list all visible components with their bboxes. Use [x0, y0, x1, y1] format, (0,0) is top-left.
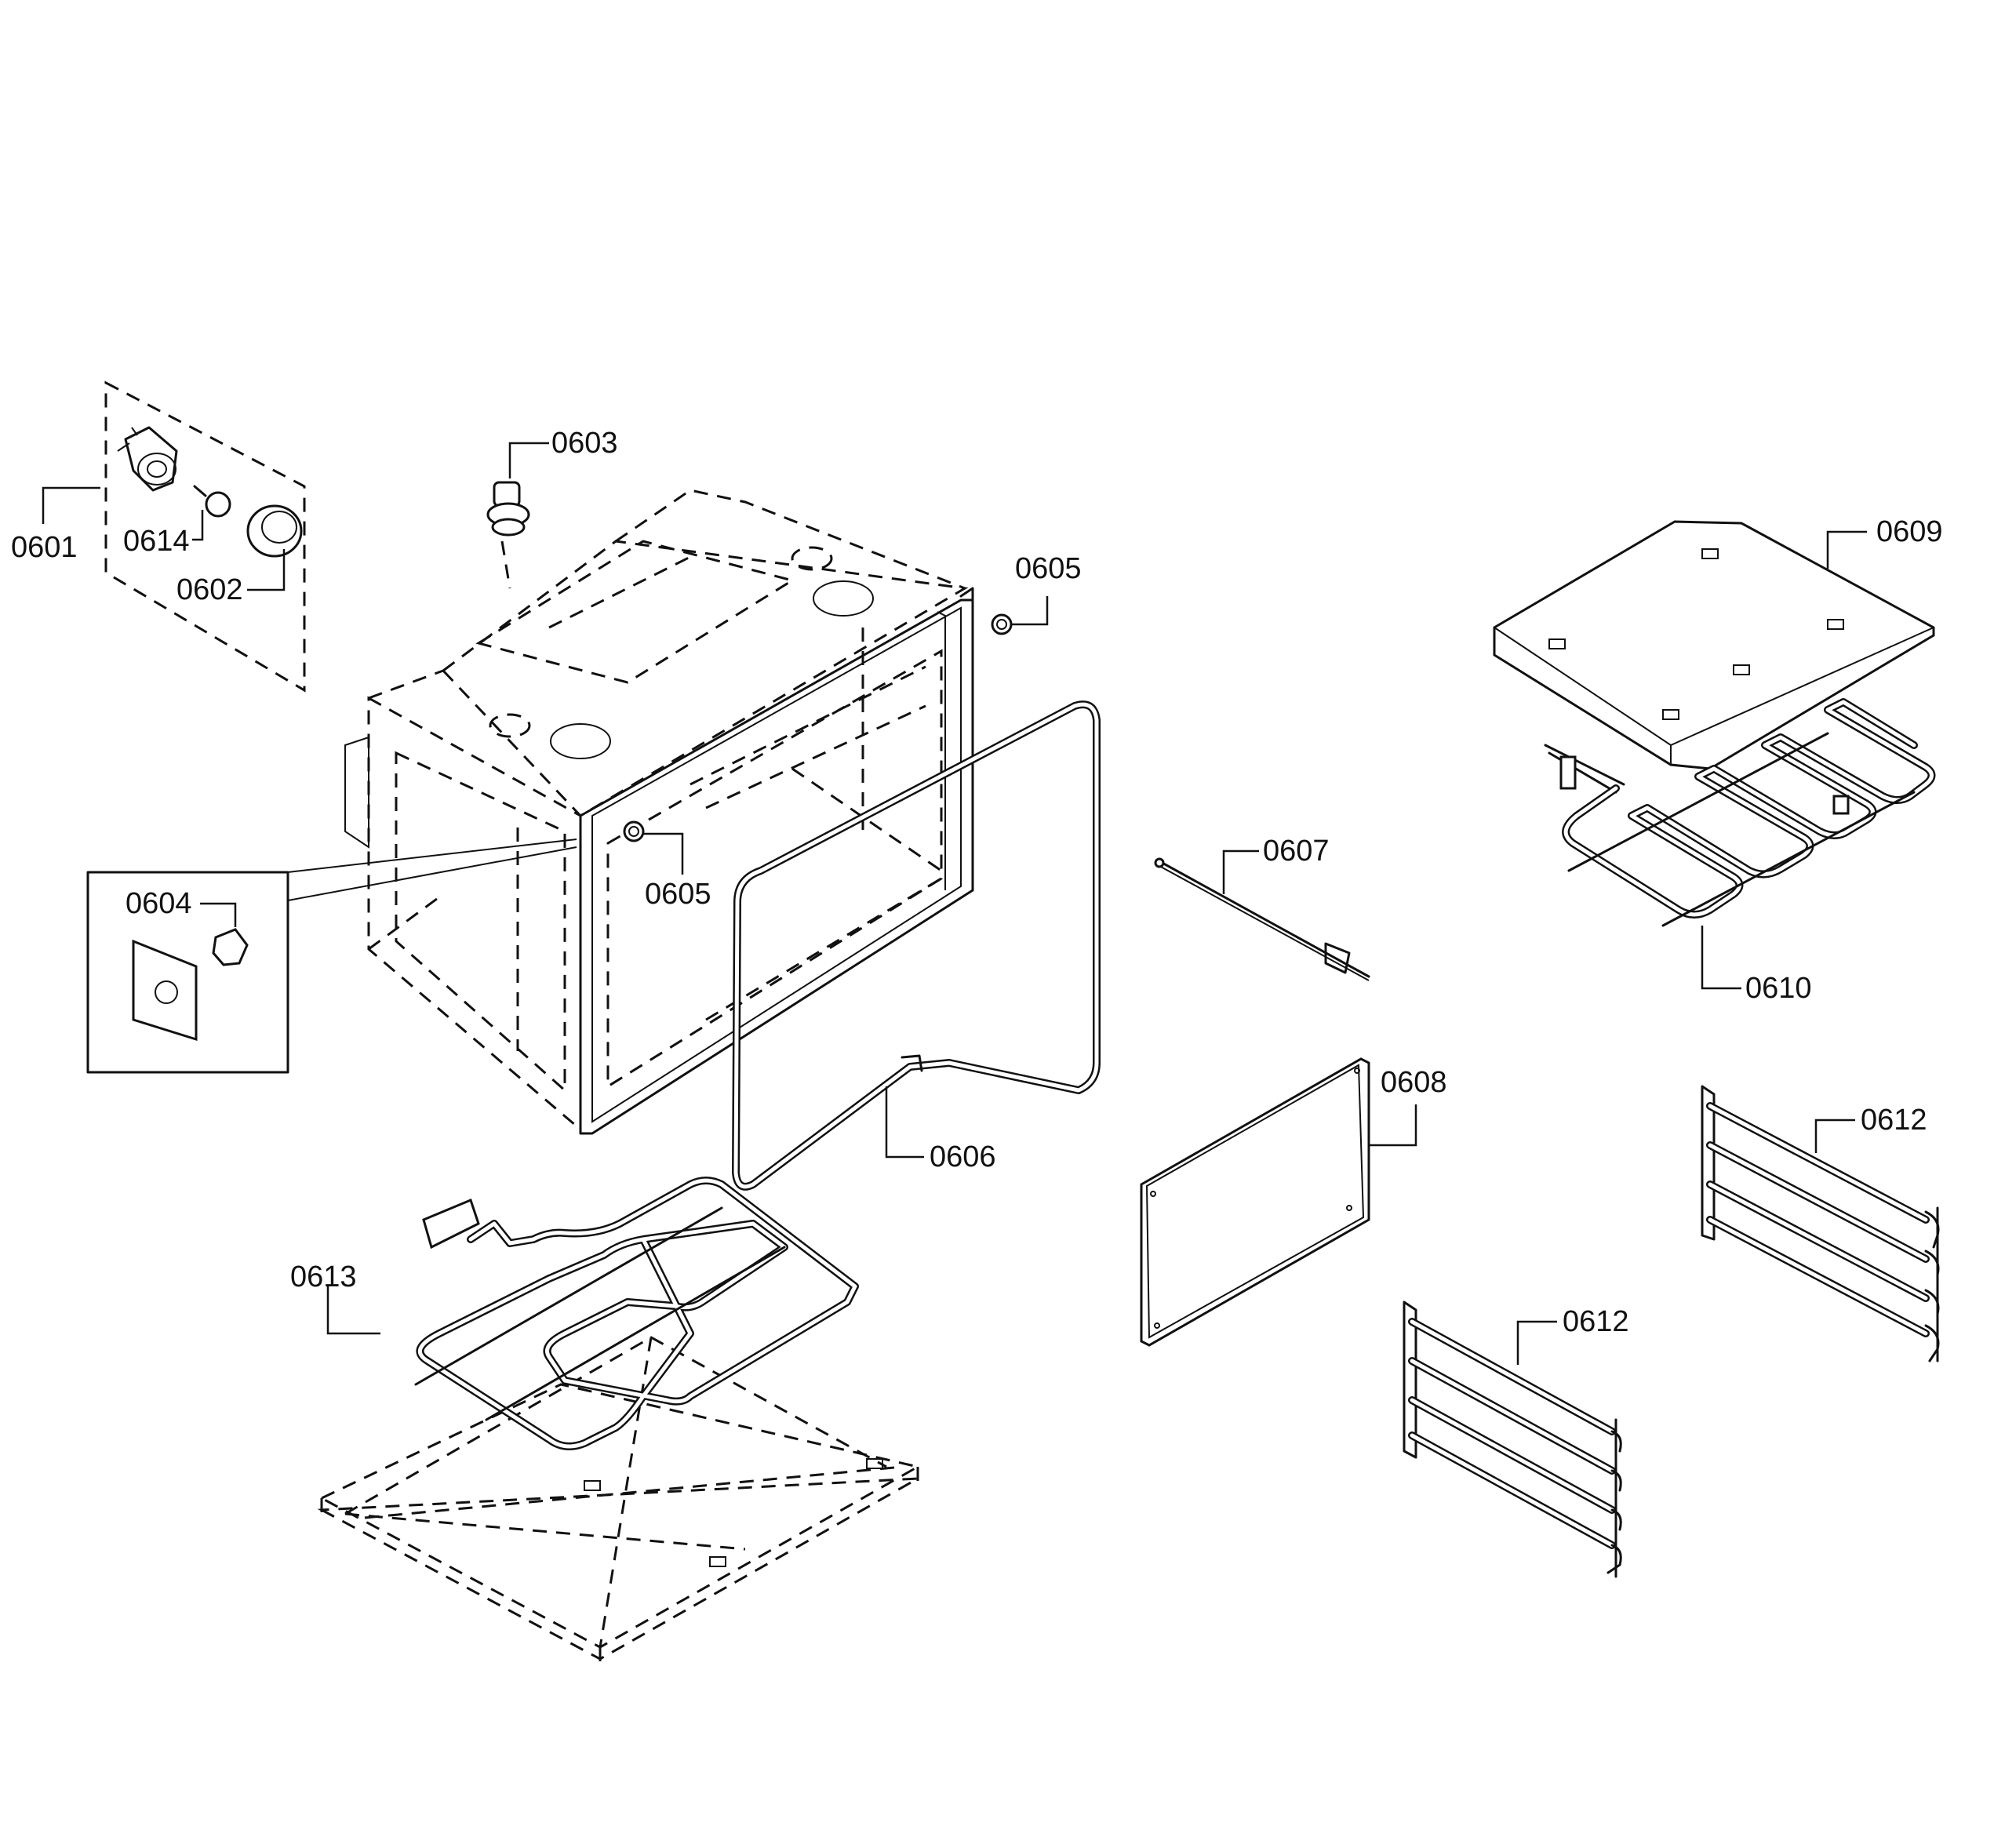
bake-element-part: [317, 1177, 922, 1671]
rod-part: [1154, 857, 1370, 981]
label-0612-left: 0612: [1563, 1305, 1629, 1338]
label-0605-top: 0605: [1015, 552, 1082, 585]
label-0612-right: 0612: [1861, 1104, 1927, 1137]
label-0602: 0602: [176, 573, 243, 606]
label-0604: 0604: [126, 887, 192, 920]
plug-part-front: [623, 820, 645, 842]
panel-part: [1140, 1057, 1370, 1347]
side-rack-part-right: [1701, 1085, 1940, 1362]
lamp-socket-part: [117, 426, 178, 492]
lamp-cover-part: [246, 504, 303, 558]
label-0603: 0603: [551, 427, 618, 460]
inset-box-0604: [86, 839, 577, 1074]
oven-cavity-part: [344, 489, 974, 1135]
lamp-assembly-group: [104, 380, 306, 693]
label-0610: 0610: [1745, 972, 1812, 1005]
label-0609: 0609: [1876, 515, 1943, 548]
label-0601: 0601: [11, 531, 78, 564]
label-0607: 0607: [1263, 835, 1330, 868]
label-0608: 0608: [1381, 1066, 1447, 1099]
label-0605-front: 0605: [645, 878, 711, 911]
label-0606: 0606: [930, 1140, 996, 1173]
door-gasket-part: [732, 700, 1101, 1191]
label-0614: 0614: [123, 525, 190, 558]
fan-cover-part: [486, 481, 530, 537]
broil-element-part: [1544, 698, 1936, 927]
plug-part-top: [991, 613, 1013, 635]
lamp-bulb-part: [193, 485, 231, 518]
side-rack-part-left: [1403, 1301, 1622, 1578]
label-0613: 0613: [290, 1260, 357, 1293]
top-plate-part: [1493, 520, 1935, 770]
